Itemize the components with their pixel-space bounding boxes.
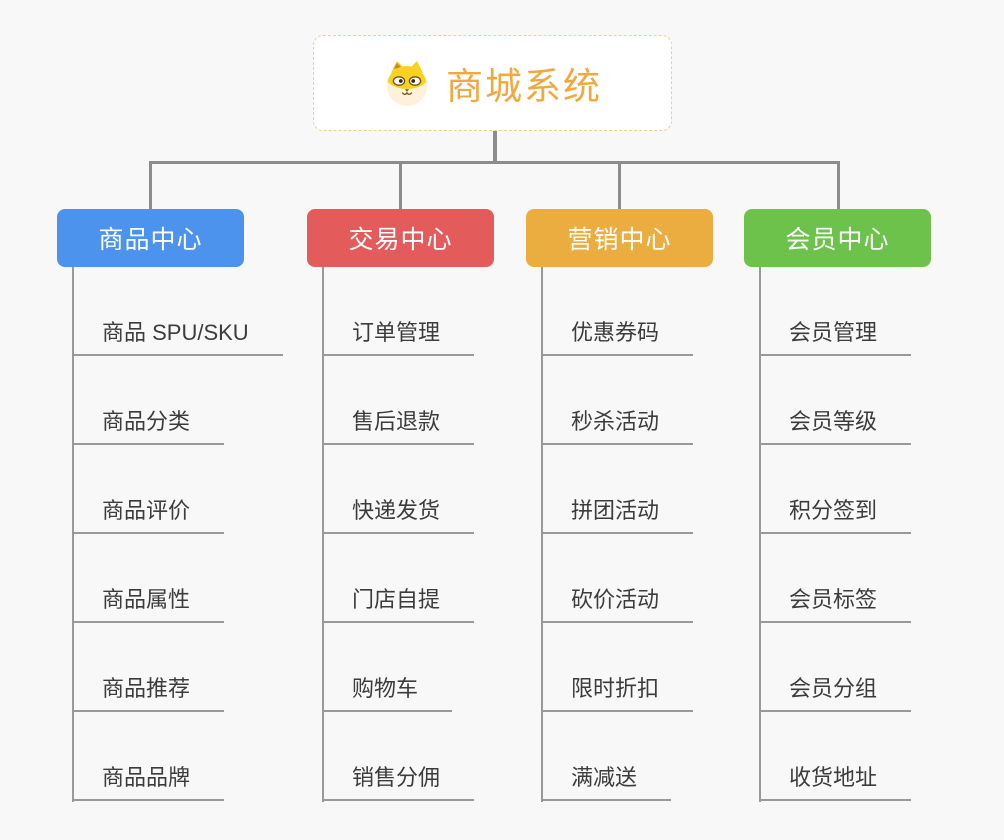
leaf-node[interactable]: 商品分类	[72, 409, 225, 445]
leaf-node[interactable]: 优惠券码	[541, 320, 694, 356]
leaf-node[interactable]: 会员标签	[759, 587, 912, 623]
branch-node-member-center[interactable]: 会员中心	[744, 209, 931, 267]
leaf-node[interactable]: 快递发货	[322, 498, 475, 534]
leaf-node[interactable]: 拼团活动	[541, 498, 694, 534]
leaf-node[interactable]: 会员分组	[759, 676, 912, 712]
branch-stub-line	[837, 161, 840, 209]
branch-node-marketing-center[interactable]: 营销中心	[526, 209, 713, 267]
leaf-node[interactable]: 砍价活动	[541, 587, 694, 623]
leaf-node[interactable]: 商品 SPU/SKU	[72, 320, 283, 356]
leaf-node[interactable]: 商品评价	[72, 498, 225, 534]
leaf-node[interactable]: 满减送	[541, 765, 672, 801]
column-trunk-line	[759, 267, 761, 802]
leaf-node[interactable]: 积分签到	[759, 498, 912, 534]
leaf-node[interactable]: 会员管理	[759, 320, 912, 356]
branch-title: 商品中心	[98, 226, 203, 254]
leaf-node[interactable]: 商品品牌	[72, 765, 225, 801]
leaf-node[interactable]: 购物车	[322, 676, 453, 712]
leaf-node[interactable]: 商品属性	[72, 587, 225, 623]
leaf-node[interactable]: 销售分佣	[322, 765, 475, 801]
column-trunk-line	[541, 267, 543, 802]
column-trunk-line	[322, 267, 324, 802]
leaf-node[interactable]: 收货地址	[759, 765, 912, 801]
branch-node-trade-center[interactable]: 交易中心	[307, 209, 494, 267]
root-title: 商城系统	[446, 66, 602, 107]
branch-title: 会员中心	[785, 226, 890, 254]
leaf-node[interactable]: 售后退款	[322, 409, 475, 445]
branch-stub-line	[618, 161, 621, 209]
branch-title: 营销中心	[567, 226, 672, 254]
leaf-node[interactable]: 会员等级	[759, 409, 912, 445]
shiba-dog-icon	[387, 61, 427, 106]
leaf-node[interactable]: 限时折扣	[541, 676, 694, 712]
branch-stub-line	[399, 161, 402, 209]
branch-title: 交易中心	[348, 226, 453, 254]
leaf-node[interactable]: 商品推荐	[72, 676, 225, 712]
leaf-node[interactable]: 订单管理	[322, 320, 475, 356]
leaf-node[interactable]: 门店自提	[322, 587, 475, 623]
leaf-node[interactable]: 秒杀活动	[541, 409, 694, 445]
branch-node-product-center[interactable]: 商品中心	[57, 209, 244, 267]
branch-stub-line	[149, 161, 152, 209]
root-connector-line	[493, 130, 497, 164]
column-trunk-line	[72, 267, 74, 802]
root-node[interactable]: 商城系统	[313, 35, 672, 131]
horizontal-rail-line	[149, 161, 840, 164]
